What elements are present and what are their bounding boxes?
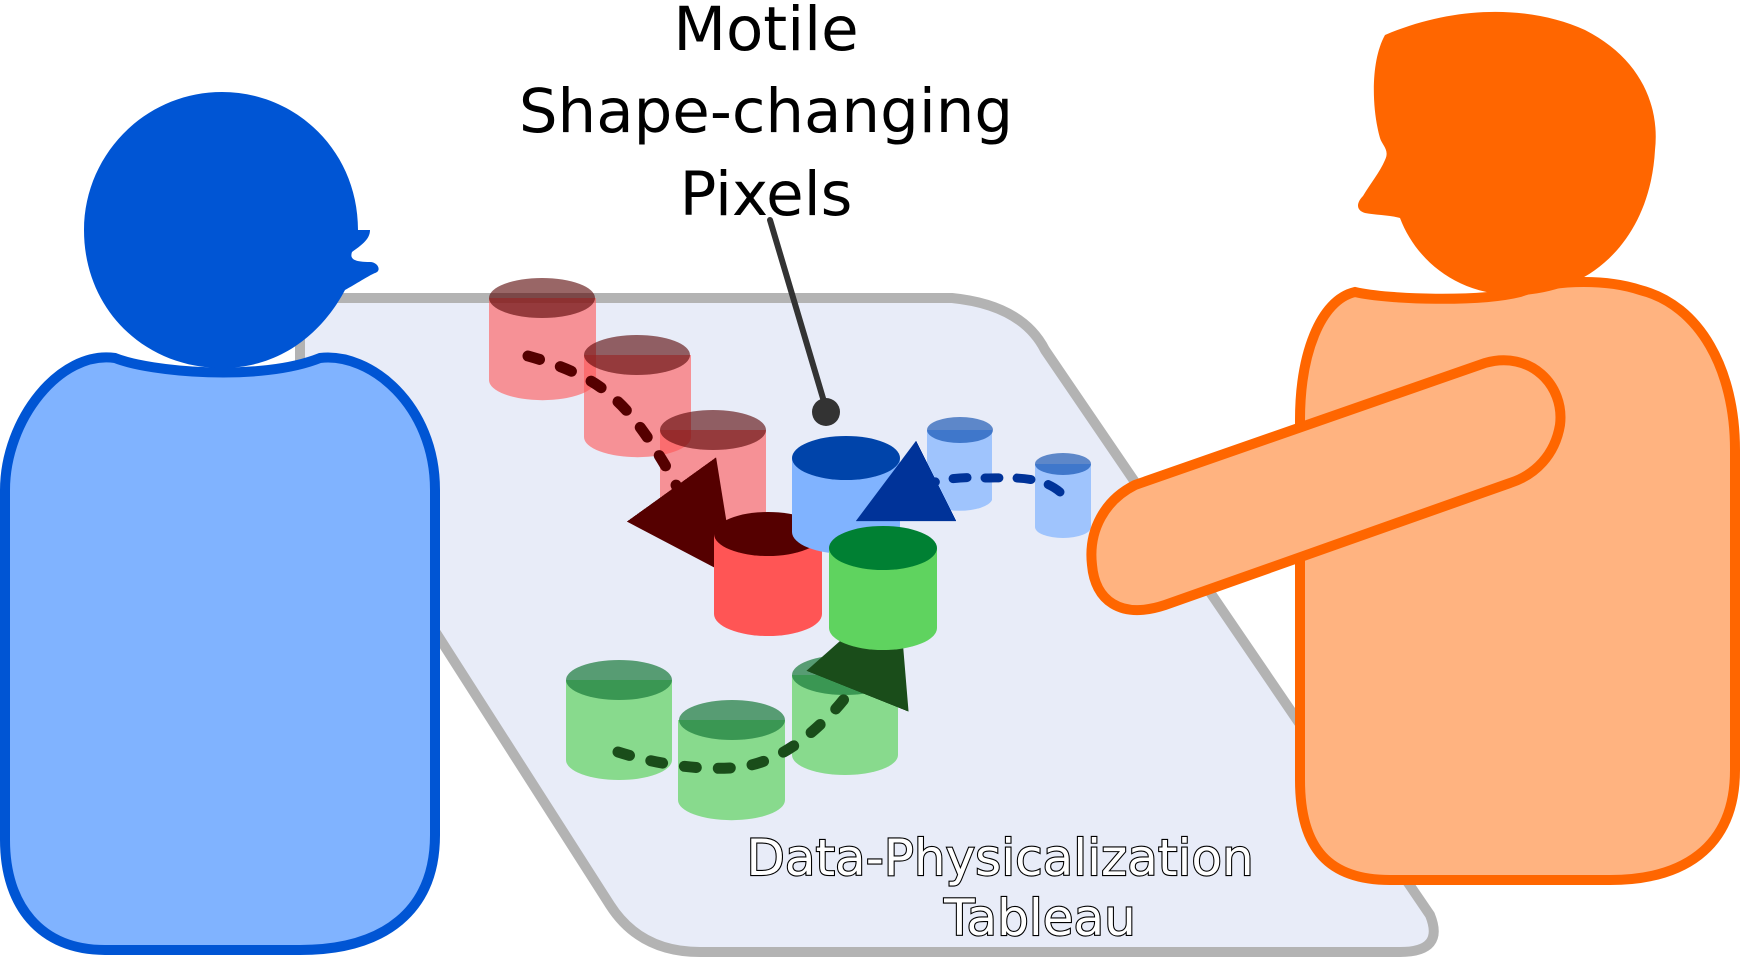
- callout-line-2: Shape-changing: [519, 76, 1013, 147]
- tableau-label-line-2: Tableau: [943, 889, 1136, 947]
- left-person-body: [0, 352, 440, 955]
- cylinder-icon: [829, 526, 937, 650]
- cylinder-icon: [489, 278, 596, 401]
- red-motion-arrow: [522, 350, 736, 579]
- left-person-head: [84, 92, 379, 368]
- red-pixel-trail: [489, 278, 822, 636]
- green-pixel-trail: [566, 526, 937, 821]
- tableau-label-line-1: Data-Physicalization: [746, 829, 1253, 887]
- callout-dot: [812, 398, 840, 426]
- cylinder-icon: [792, 655, 898, 775]
- cylinder-icon: [1035, 453, 1091, 538]
- callout-line-1: Motile: [673, 0, 858, 65]
- green-motion-arrow: [612, 589, 909, 774]
- cylinder-icon: [927, 417, 993, 511]
- right-person-head: [1358, 11, 1656, 295]
- left-person-icon: [0, 92, 440, 955]
- callout-pointer: [767, 217, 828, 408]
- callout-line-3: Pixels: [680, 159, 853, 230]
- cylinder-icon: [678, 700, 785, 821]
- cylinder-icon: [566, 660, 672, 780]
- blue-motion-arrow: [855, 440, 1065, 522]
- right-person-arm: [1086, 355, 1566, 615]
